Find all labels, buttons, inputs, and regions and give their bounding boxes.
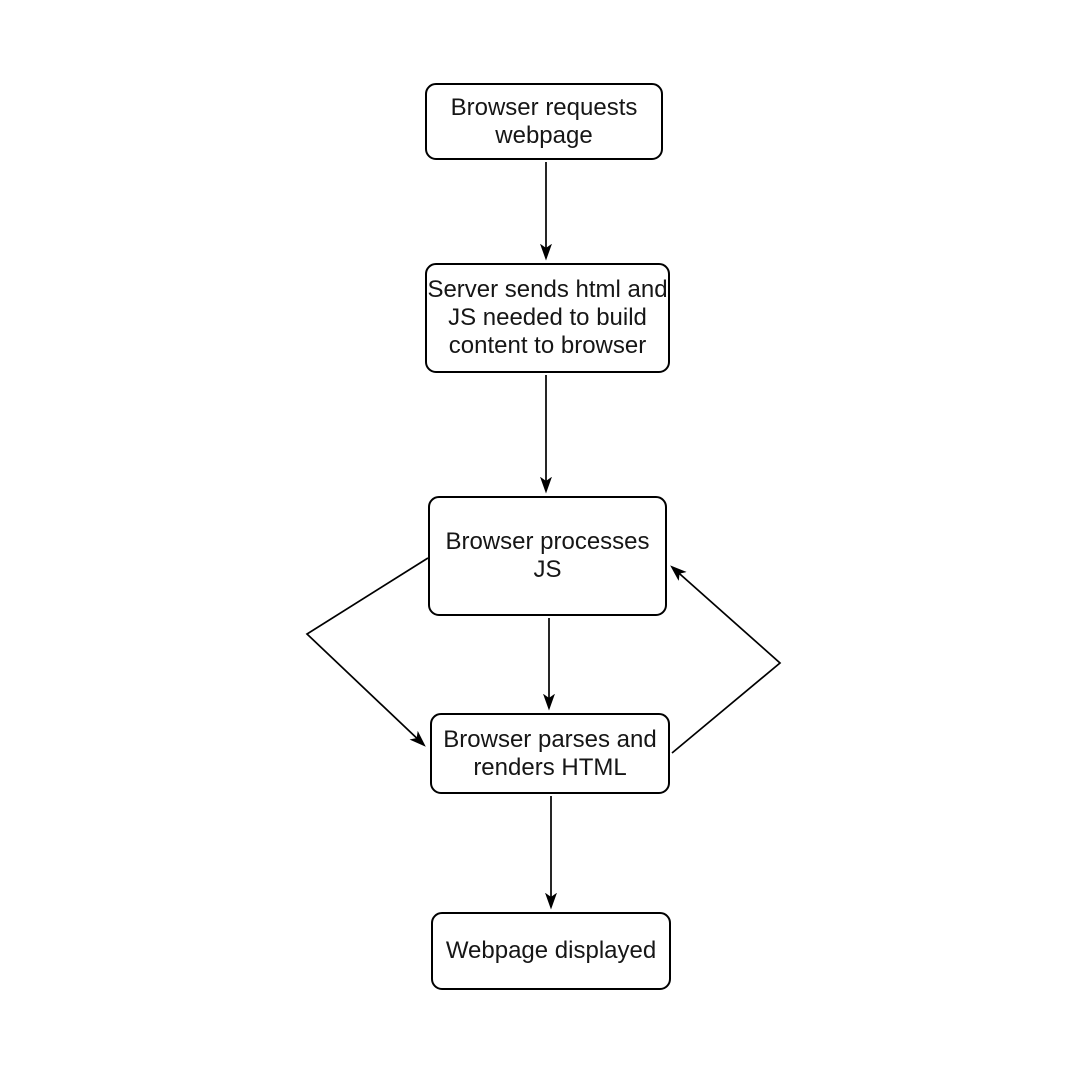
node-browser-requests-webpage: Browser requests webpage [425, 83, 663, 160]
node-text-line: Browser parses and [443, 725, 657, 753]
node-text-line: Server sends html and [427, 276, 668, 303]
node-text-line: JS needed to build [448, 304, 647, 331]
node-text-line: renders HTML [473, 753, 627, 781]
node-text-line: Webpage displayed [445, 937, 657, 964]
node-text-line: Browser processes [445, 528, 650, 555]
node-server-sends-html-js: Server sends html and JS needed to build… [425, 263, 670, 373]
node-webpage-displayed: Webpage displayed [431, 912, 671, 990]
arrow-parse-to-process-right-loop [672, 567, 782, 754]
node-text-line: JS [533, 556, 562, 583]
node-browser-processes-js: Browser processes JS [428, 496, 667, 616]
node-text-line: webpage [495, 121, 593, 149]
node-text-line: Browser requests [450, 93, 638, 121]
arrow-process-to-parse-left-loop [305, 557, 429, 745]
node-text-line: content to browser [448, 332, 647, 359]
node-browser-parses-renders-html: Browser parses and renders HTML [430, 713, 670, 794]
